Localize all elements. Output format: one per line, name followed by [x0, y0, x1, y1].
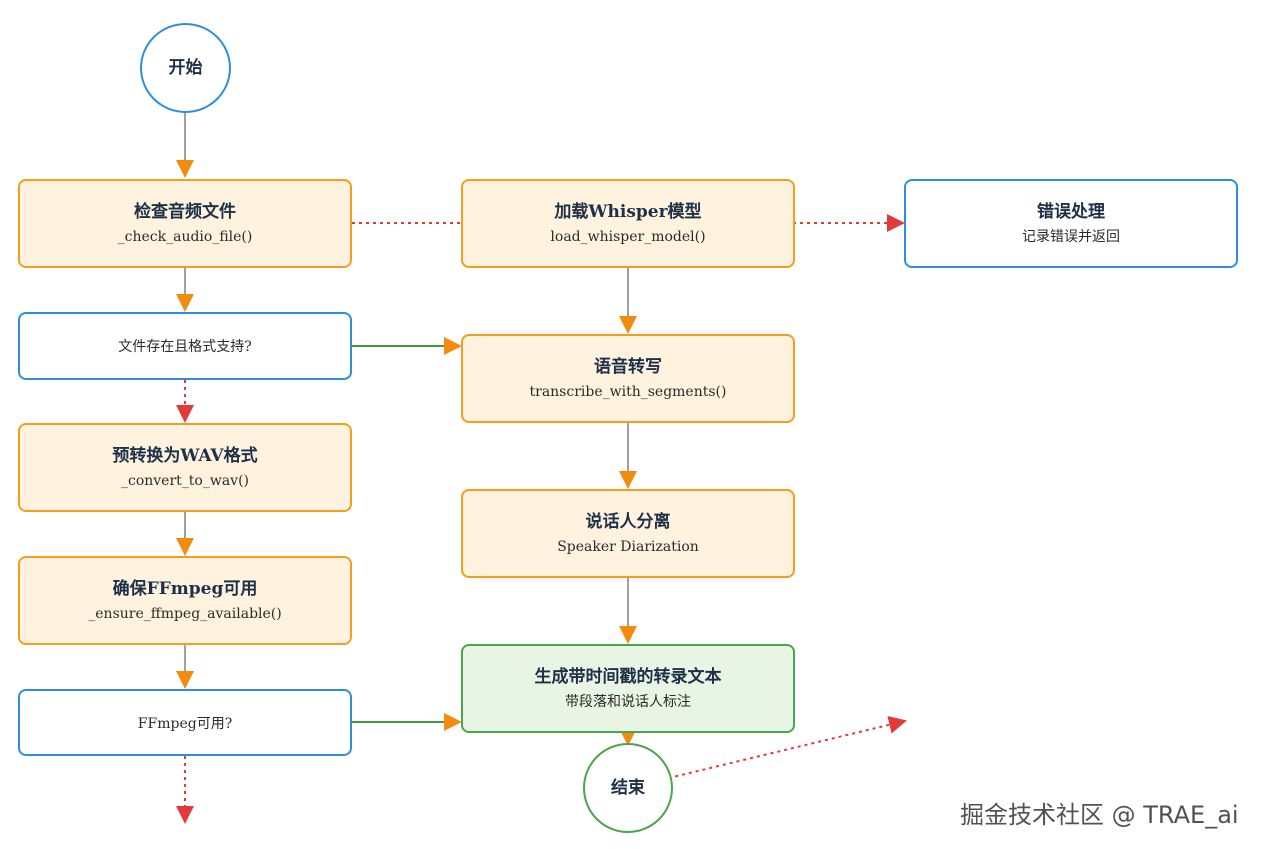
node-ensure-ffmpeg-title: 确保FFmpeg可用 — [112, 578, 258, 599]
node-file-supported[interactable]: 文件存在且格式支持? — [18, 312, 352, 380]
node-check-audio-sub: _check_audio_file() — [117, 228, 253, 245]
node-end[interactable]: 结束 — [583, 743, 673, 833]
node-ensure-ffmpeg-sub: _ensure_ffmpeg_available() — [88, 605, 282, 622]
watermark: 掘金技术社区 @ TRAE_ai — [960, 801, 1239, 829]
node-load-whisper[interactable]: 加载Whisper模型 load_whisper_model() — [461, 179, 795, 268]
node-start[interactable]: 开始 — [140, 23, 231, 113]
node-end-label: 结束 — [611, 778, 645, 798]
node-convert-wav-sub: _convert_to_wav() — [120, 472, 250, 489]
node-error-title: 错误处理 — [1037, 201, 1105, 222]
node-diarization[interactable]: 说话人分离 Speaker Diarization — [461, 489, 795, 578]
node-load-whisper-sub: load_whisper_model() — [550, 228, 706, 245]
node-transcribe-title: 语音转写 — [594, 356, 662, 377]
node-transcribe-sub: transcribe_with_segments() — [529, 383, 727, 400]
node-file-supported-label: 文件存在且格式支持? — [118, 339, 252, 355]
node-generate[interactable]: 生成带时间戳的转录文本 带段落和说话人标注 — [461, 644, 795, 733]
node-diarization-sub: Speaker Diarization — [557, 538, 699, 555]
edge-end-error — [647, 716, 907, 784]
node-ensure-ffmpeg[interactable]: 确保FFmpeg可用 _ensure_ffmpeg_available() — [18, 556, 352, 645]
node-check-audio[interactable]: 检查音频文件 _check_audio_file() — [18, 179, 352, 268]
node-generate-sub: 带段落和说话人标注 — [565, 693, 691, 710]
node-convert-wav-title: 预转换为WAV格式 — [112, 445, 258, 466]
node-load-whisper-title: 加载Whisper模型 — [554, 201, 702, 222]
node-diarization-title: 说话人分离 — [585, 511, 671, 532]
node-generate-title: 生成带时间戳的转录文本 — [534, 666, 722, 687]
node-check-audio-title: 检查音频文件 — [134, 201, 236, 222]
node-transcribe[interactable]: 语音转写 transcribe_with_segments() — [461, 334, 795, 423]
node-error-sub: 记录错误并返回 — [1022, 228, 1120, 245]
node-start-label: 开始 — [168, 58, 203, 78]
node-ffmpeg-ok[interactable]: FFmpeg可用? — [18, 689, 352, 756]
node-convert-wav[interactable]: 预转换为WAV格式 _convert_to_wav() — [18, 423, 352, 512]
node-error[interactable]: 错误处理 记录错误并返回 — [904, 179, 1238, 268]
node-ffmpeg-ok-label: FFmpeg可用? — [137, 715, 233, 732]
